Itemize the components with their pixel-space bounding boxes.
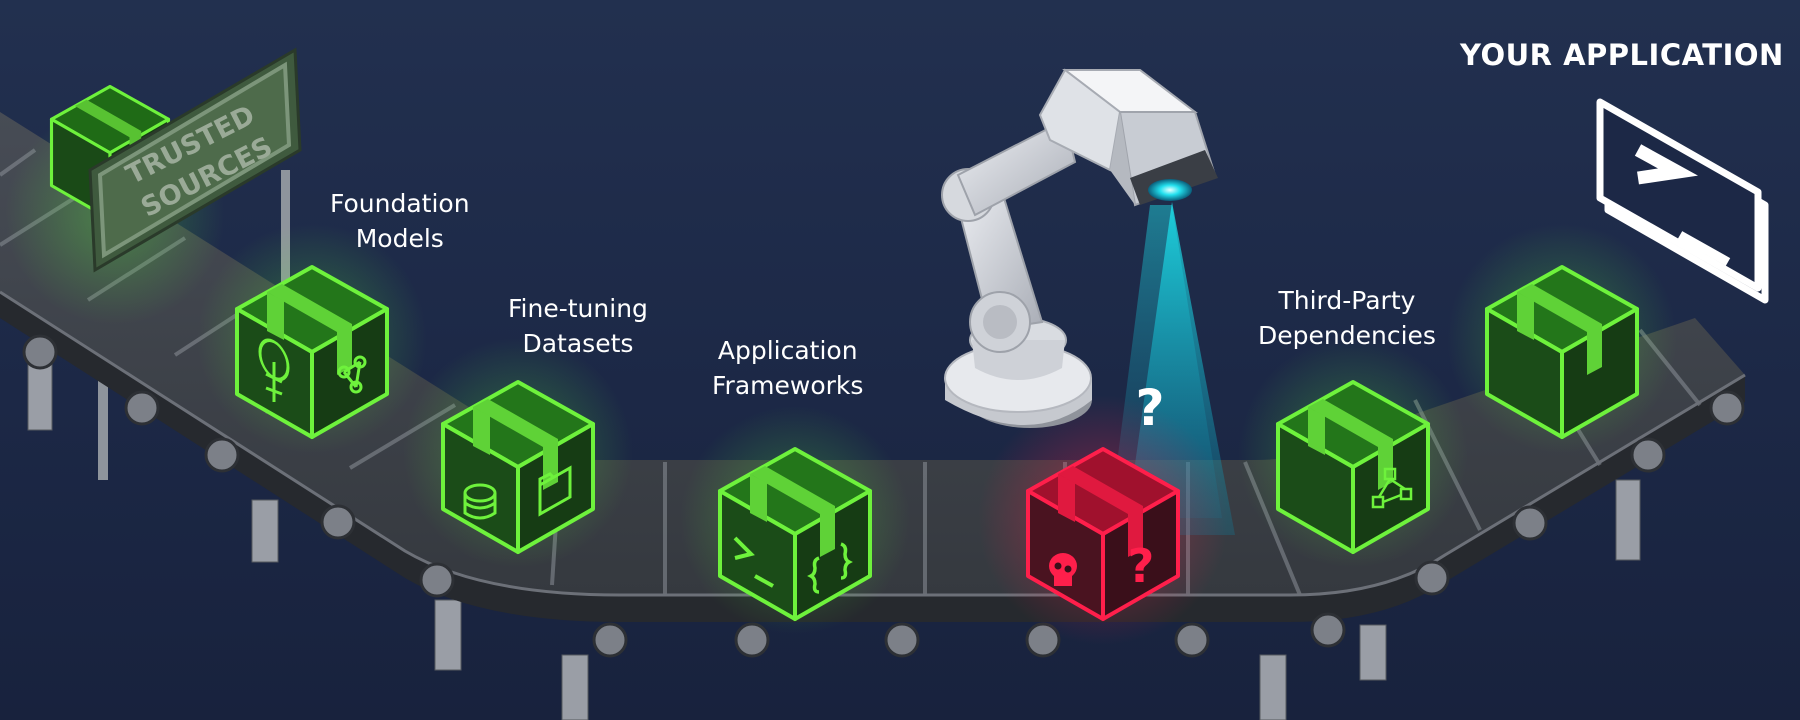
roller	[22, 334, 58, 370]
brain-icon	[258, 338, 290, 402]
label-third-party-dependencies: Third-Party Dependencies	[1258, 283, 1436, 353]
box-foundation-models	[235, 265, 389, 439]
box-frameworks	[718, 447, 872, 621]
roller	[1310, 612, 1346, 648]
roller	[1709, 390, 1745, 426]
folder-icon	[538, 465, 572, 517]
roller	[1630, 437, 1666, 473]
belt-leg	[434, 599, 462, 671]
unknown-marker: ?	[1135, 379, 1164, 437]
roller	[1414, 560, 1450, 596]
roller	[1174, 622, 1210, 658]
label-fine-tuning-datasets-line2: Datasets	[522, 329, 634, 358]
label-foundation-models-line2: Models	[355, 224, 444, 253]
label-application-frameworks-line2: Frameworks	[712, 371, 864, 400]
sign-panel	[97, 61, 292, 259]
terminal-icon	[733, 536, 774, 588]
cube-network-icon	[1371, 467, 1413, 509]
skull-icon	[1049, 553, 1077, 586]
question-icon: ?	[1128, 539, 1155, 593]
roller	[1512, 505, 1548, 541]
label-fine-tuning-datasets: Fine-tuning Datasets	[508, 291, 648, 361]
box-application-input	[1485, 265, 1639, 439]
label-third-party-dependencies-line1: Third-Party	[1278, 286, 1416, 315]
roller	[204, 437, 240, 473]
belt-legs	[27, 349, 1641, 720]
belt-leg	[1359, 624, 1387, 681]
label-application-frameworks: Application Frameworks	[712, 333, 863, 403]
camera-lens	[1148, 179, 1192, 201]
belt-leg	[1615, 479, 1641, 561]
robot-arm-scanner	[941, 68, 1218, 428]
box-dependencies	[1276, 380, 1430, 554]
roller	[419, 562, 455, 598]
label-fine-tuning-datasets-line1: Fine-tuning	[508, 294, 648, 323]
trusted-sources-sign: TRUSTED SOURCES	[88, 47, 302, 273]
belt-leg	[251, 499, 279, 563]
roller	[124, 390, 160, 426]
terminal-prompt-icon	[1596, 98, 1769, 304]
roller	[884, 622, 920, 658]
label-third-party-dependencies-line2: Dependencies	[1258, 321, 1436, 350]
label-foundation-models-line1: Foundation	[330, 189, 470, 218]
label-application-frameworks-line1: Application	[717, 336, 858, 365]
label-foundation-models: Foundation Models	[330, 186, 470, 256]
roller	[592, 622, 628, 658]
roller	[320, 504, 356, 540]
graph-icon	[337, 355, 367, 394]
box-datasets	[441, 380, 595, 554]
application-title: YOUR APPLICATION	[1460, 38, 1784, 72]
box-unknown-malicious: ?	[1026, 447, 1180, 621]
database-icon	[463, 483, 497, 520]
braces-icon	[807, 542, 853, 594]
belt-leg	[561, 654, 589, 720]
belt-leg	[1259, 654, 1287, 720]
